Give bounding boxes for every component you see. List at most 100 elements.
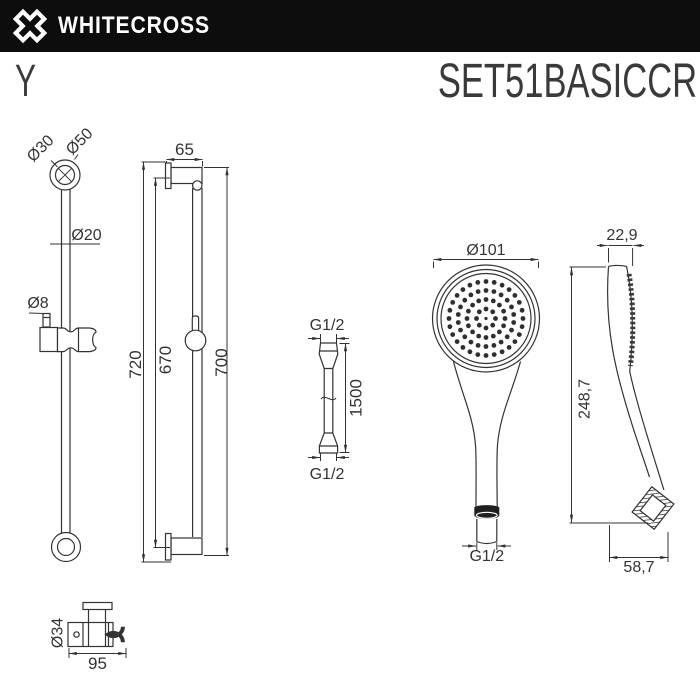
nozzle-dot bbox=[458, 327, 463, 333]
nozzle-dot bbox=[490, 298, 496, 304]
dim-label-d50: Ø50 bbox=[63, 125, 96, 158]
rail-top-cap bbox=[192, 180, 203, 191]
nozzle-dot bbox=[483, 306, 489, 312]
slider-stem bbox=[191, 315, 200, 330]
nozzle-dot bbox=[502, 316, 508, 321]
nozzle-dot bbox=[493, 316, 498, 321]
wall-arm-bottom bbox=[170, 537, 203, 556]
nozzle-dot bbox=[450, 332, 456, 337]
nozzle-dot bbox=[511, 320, 517, 325]
handshower-front-view: Ø101 G1/2 bbox=[431, 242, 541, 565]
nozzle-dot bbox=[468, 292, 474, 298]
nozzle-dot bbox=[509, 327, 514, 333]
nozzle-dot bbox=[462, 334, 468, 340]
nozzle-dot bbox=[476, 298, 482, 304]
nozzle-dot bbox=[519, 307, 525, 313]
nozzle-dot bbox=[464, 316, 470, 321]
nozzle-dot bbox=[476, 322, 482, 328]
dim-label-d101: Ø101 bbox=[466, 242, 505, 259]
nozzle-dot bbox=[498, 339, 504, 345]
nozzle-dot bbox=[467, 282, 473, 288]
dim-label-d30: Ø30 bbox=[24, 132, 57, 165]
nozzle-dot bbox=[446, 316, 452, 321]
nozzle-dot bbox=[475, 343, 481, 348]
nozzle-dot bbox=[475, 289, 481, 294]
slider-knob bbox=[184, 329, 207, 352]
holder-top-view: Ø34 95 bbox=[50, 601, 127, 673]
head-face-rim bbox=[436, 268, 536, 369]
nozzle-dot bbox=[512, 339, 518, 344]
dim-label-248-7: 248,7 bbox=[577, 379, 594, 419]
nozzle-face bbox=[446, 279, 526, 358]
nozzle-dot bbox=[476, 333, 482, 339]
nozzle-dot bbox=[504, 334, 510, 340]
whitecross-x-logo-icon bbox=[12, 8, 48, 44]
dim-label-d20: Ø20 bbox=[71, 227, 101, 244]
nozzle-dot bbox=[497, 302, 502, 308]
hose-connector-bottom bbox=[318, 432, 339, 454]
nozzle-dot bbox=[470, 329, 475, 335]
model-number: SET51BASICCR bbox=[437, 55, 697, 108]
nozzle-dot bbox=[506, 287, 512, 292]
holder-clip bbox=[104, 626, 125, 643]
dim-label-670: 670 bbox=[156, 346, 175, 374]
nozzle-dot bbox=[490, 309, 496, 315]
head-face-inner-rim bbox=[440, 272, 532, 365]
nozzle-dot bbox=[467, 349, 473, 355]
nozzle-dot bbox=[497, 329, 502, 335]
nozzle-dot bbox=[460, 345, 466, 350]
nozzle-dot bbox=[504, 297, 510, 303]
title-row: Y SET51BASICCR bbox=[0, 52, 700, 110]
dim-label-720: 720 bbox=[126, 350, 145, 378]
nozzle-dot bbox=[520, 316, 526, 321]
nozzle-dot bbox=[476, 309, 482, 315]
hose-thread-top-label: G1/2 bbox=[310, 317, 345, 334]
nozzle-dot bbox=[455, 320, 461, 325]
rail-bottom-inner-circle bbox=[56, 537, 76, 557]
nozzle-dot bbox=[511, 312, 517, 317]
nozzle-dot bbox=[447, 324, 453, 330]
nozzle-dot bbox=[475, 352, 481, 357]
hose-connector-top bbox=[318, 342, 339, 370]
holder-flange bbox=[82, 601, 113, 611]
holder-screw-hole bbox=[73, 631, 80, 638]
nozzle-dot bbox=[501, 308, 506, 314]
nozzle-dot bbox=[447, 307, 453, 313]
wall-flange-bottom bbox=[164, 532, 172, 561]
nozzle-dot bbox=[499, 282, 505, 288]
thread-collar-highlight bbox=[475, 511, 498, 519]
nozzle-dot bbox=[516, 300, 522, 305]
nozzle-dot bbox=[458, 304, 463, 310]
handle-right-edge bbox=[496, 361, 522, 507]
wall-flange-top bbox=[164, 162, 172, 190]
nozzle-dot bbox=[484, 316, 488, 321]
face-nozzle-strip bbox=[626, 273, 636, 367]
dim-label-22-9: 22,9 bbox=[606, 227, 637, 244]
nozzle-dot bbox=[466, 323, 471, 329]
nozzle-dot bbox=[491, 343, 497, 348]
nozzle-dot bbox=[483, 288, 489, 293]
brand-name: WHITECROSS bbox=[58, 12, 210, 39]
nozzle-dot bbox=[483, 279, 489, 284]
dim-label-d34: Ø34 bbox=[50, 618, 67, 648]
dim-label-1500: 1500 bbox=[347, 379, 366, 417]
nozzle-dot bbox=[512, 293, 518, 298]
nozzle-dot bbox=[474, 316, 479, 321]
handshower-side-view: 22,9 248,7 58,7 bbox=[569, 227, 675, 576]
nozzle-dot bbox=[509, 304, 514, 310]
head-top-edge bbox=[608, 264, 627, 268]
nozzle-dot bbox=[501, 323, 506, 329]
nozzle-dot bbox=[475, 280, 481, 285]
rail-front-view: Ø30 Ø50 Ø20 Ø8 bbox=[24, 125, 102, 563]
nozzle-dot bbox=[499, 349, 505, 355]
holder-pin bbox=[42, 312, 51, 328]
nozzle-dot bbox=[498, 292, 504, 298]
nozzle-dot bbox=[455, 312, 461, 317]
nozzle-dot bbox=[454, 293, 460, 298]
nozzle-dot bbox=[466, 308, 471, 314]
nozzle-dot bbox=[462, 297, 468, 303]
body-back-edge bbox=[607, 266, 651, 478]
nozzle-dot bbox=[516, 332, 522, 337]
